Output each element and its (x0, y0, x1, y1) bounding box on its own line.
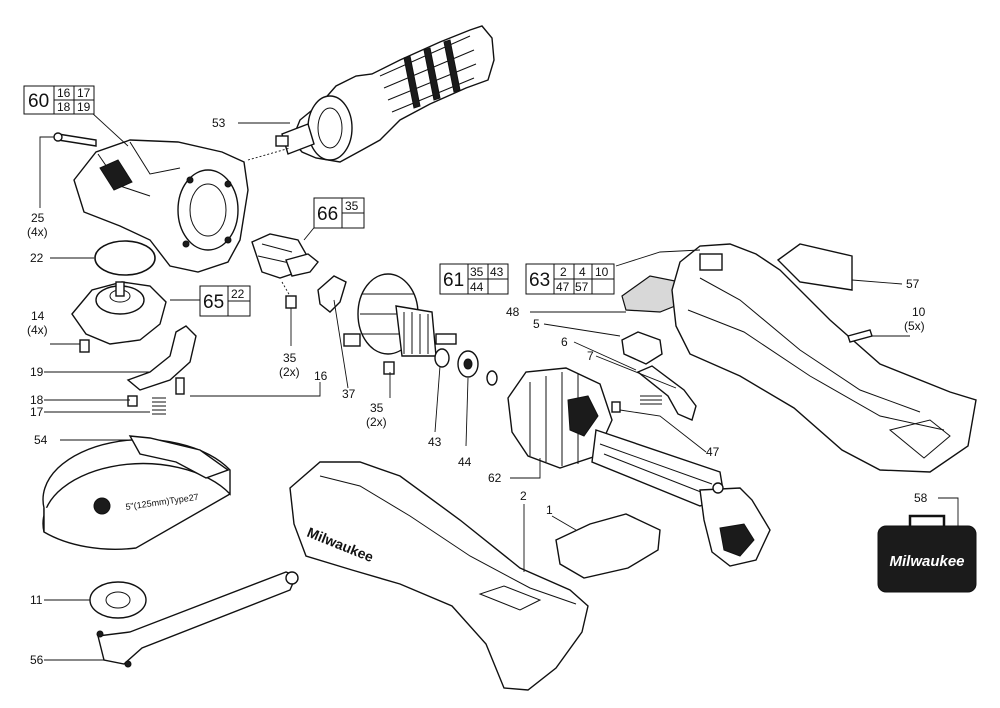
callout-14-qty: (4x) (27, 323, 48, 337)
assembly-box-60: 60 16 17 18 19 (23, 85, 95, 115)
box-61-sub-43: 43 (490, 265, 504, 279)
spanner-56 (96, 571, 299, 668)
box-63-main: 63 (529, 270, 550, 291)
callout-44: 44 (458, 455, 472, 469)
spindle-assembly-66 (251, 233, 319, 309)
callout-54: 54 (34, 433, 48, 447)
callout-6: 6 (561, 335, 568, 349)
callout-1: 1 (546, 503, 553, 517)
label-57 (776, 243, 853, 291)
stator-electronics-62 (507, 367, 771, 567)
callout-17: 17 (30, 405, 44, 419)
box-61-sub-35: 35 (470, 265, 484, 279)
box-60-sub-18: 18 (57, 100, 71, 114)
callout-22: 22 (30, 251, 44, 265)
side-handle-53 (275, 25, 495, 163)
callout-10-qty: (5x) (904, 319, 925, 333)
box-66-sub-35: 35 (345, 199, 359, 213)
callout-labels: 53 25 (4x) 22 14 (4x) 19 18 17 16 35 (2x… (27, 116, 928, 667)
callout-56: 56 (30, 653, 44, 667)
box-60-main: 60 (28, 91, 49, 112)
assembly-box-61: 61 35 43 44 (439, 263, 509, 295)
armature-61 (343, 273, 457, 375)
assembly-box-66: 66 35 (313, 197, 365, 229)
housing-half-2: Milwaukee (289, 461, 589, 691)
callout-35b: 35 (370, 401, 384, 415)
housing-half-63 (671, 243, 977, 473)
callout-11: 11 (30, 593, 43, 607)
callout-35a: 35 (283, 351, 297, 365)
callout-14: 14 (31, 309, 45, 323)
box-60-sub-17: 17 (77, 86, 91, 100)
box-61-sub-44: 44 (470, 280, 484, 294)
callout-48: 48 (506, 305, 520, 319)
callout-58: 58 (914, 491, 928, 505)
callout-10: 10 (912, 305, 926, 319)
box-63-sub-57: 57 (575, 280, 589, 294)
switch-parts (611, 331, 697, 421)
callout-47: 47 (706, 445, 720, 459)
gear-head-housing (53, 132, 291, 273)
box-63-sub-10: 10 (595, 265, 609, 279)
box-65-sub-22: 22 (231, 287, 245, 301)
callout-7: 7 (587, 349, 594, 363)
callout-43: 43 (428, 435, 442, 449)
callout-35a-qty: (2x) (279, 365, 300, 379)
box-61-main: 61 (443, 270, 464, 291)
callout-25-qty: (4x) (27, 225, 48, 239)
assembly-box-65: 65 22 (199, 285, 251, 317)
spindle-lock-19 (126, 325, 197, 391)
cover-1 (555, 513, 661, 579)
callout-62: 62 (488, 471, 502, 485)
bearing-43-44 (434, 348, 498, 386)
box-60-sub-16: 16 (57, 86, 71, 100)
o-ring-22 (94, 240, 156, 276)
callout-25: 25 (31, 211, 45, 225)
bracket-37 (317, 275, 347, 313)
flange-11 (89, 581, 147, 619)
callout-53: 53 (212, 116, 226, 130)
small-hardware (79, 339, 185, 415)
bearing-flange-65 (71, 281, 167, 345)
box-65-main: 65 (203, 292, 224, 313)
box-63-sub-2: 2 (560, 265, 567, 279)
callout-19: 19 (30, 365, 44, 379)
case-brand: Milwaukee (889, 553, 964, 570)
box-60-sub-19: 19 (77, 100, 91, 114)
box-63-sub-47: 47 (556, 280, 570, 294)
wheel-guard-54: 5"(125mm)Type27 (42, 435, 231, 550)
callout-5: 5 (533, 317, 540, 331)
callout-35b-qty: (2x) (366, 415, 387, 429)
callout-2: 2 (520, 489, 527, 503)
box-66-main: 66 (317, 204, 338, 225)
assembly-box-63: 63 2 4 10 47 57 (525, 263, 615, 295)
screw-10 (847, 329, 873, 343)
callout-57: 57 (906, 277, 920, 291)
callout-18: 18 (30, 393, 44, 407)
carrying-case-58: Milwaukee (877, 514, 977, 593)
box-63-sub-4: 4 (579, 265, 586, 279)
callout-37: 37 (342, 387, 356, 401)
callout-16: 16 (314, 369, 328, 383)
